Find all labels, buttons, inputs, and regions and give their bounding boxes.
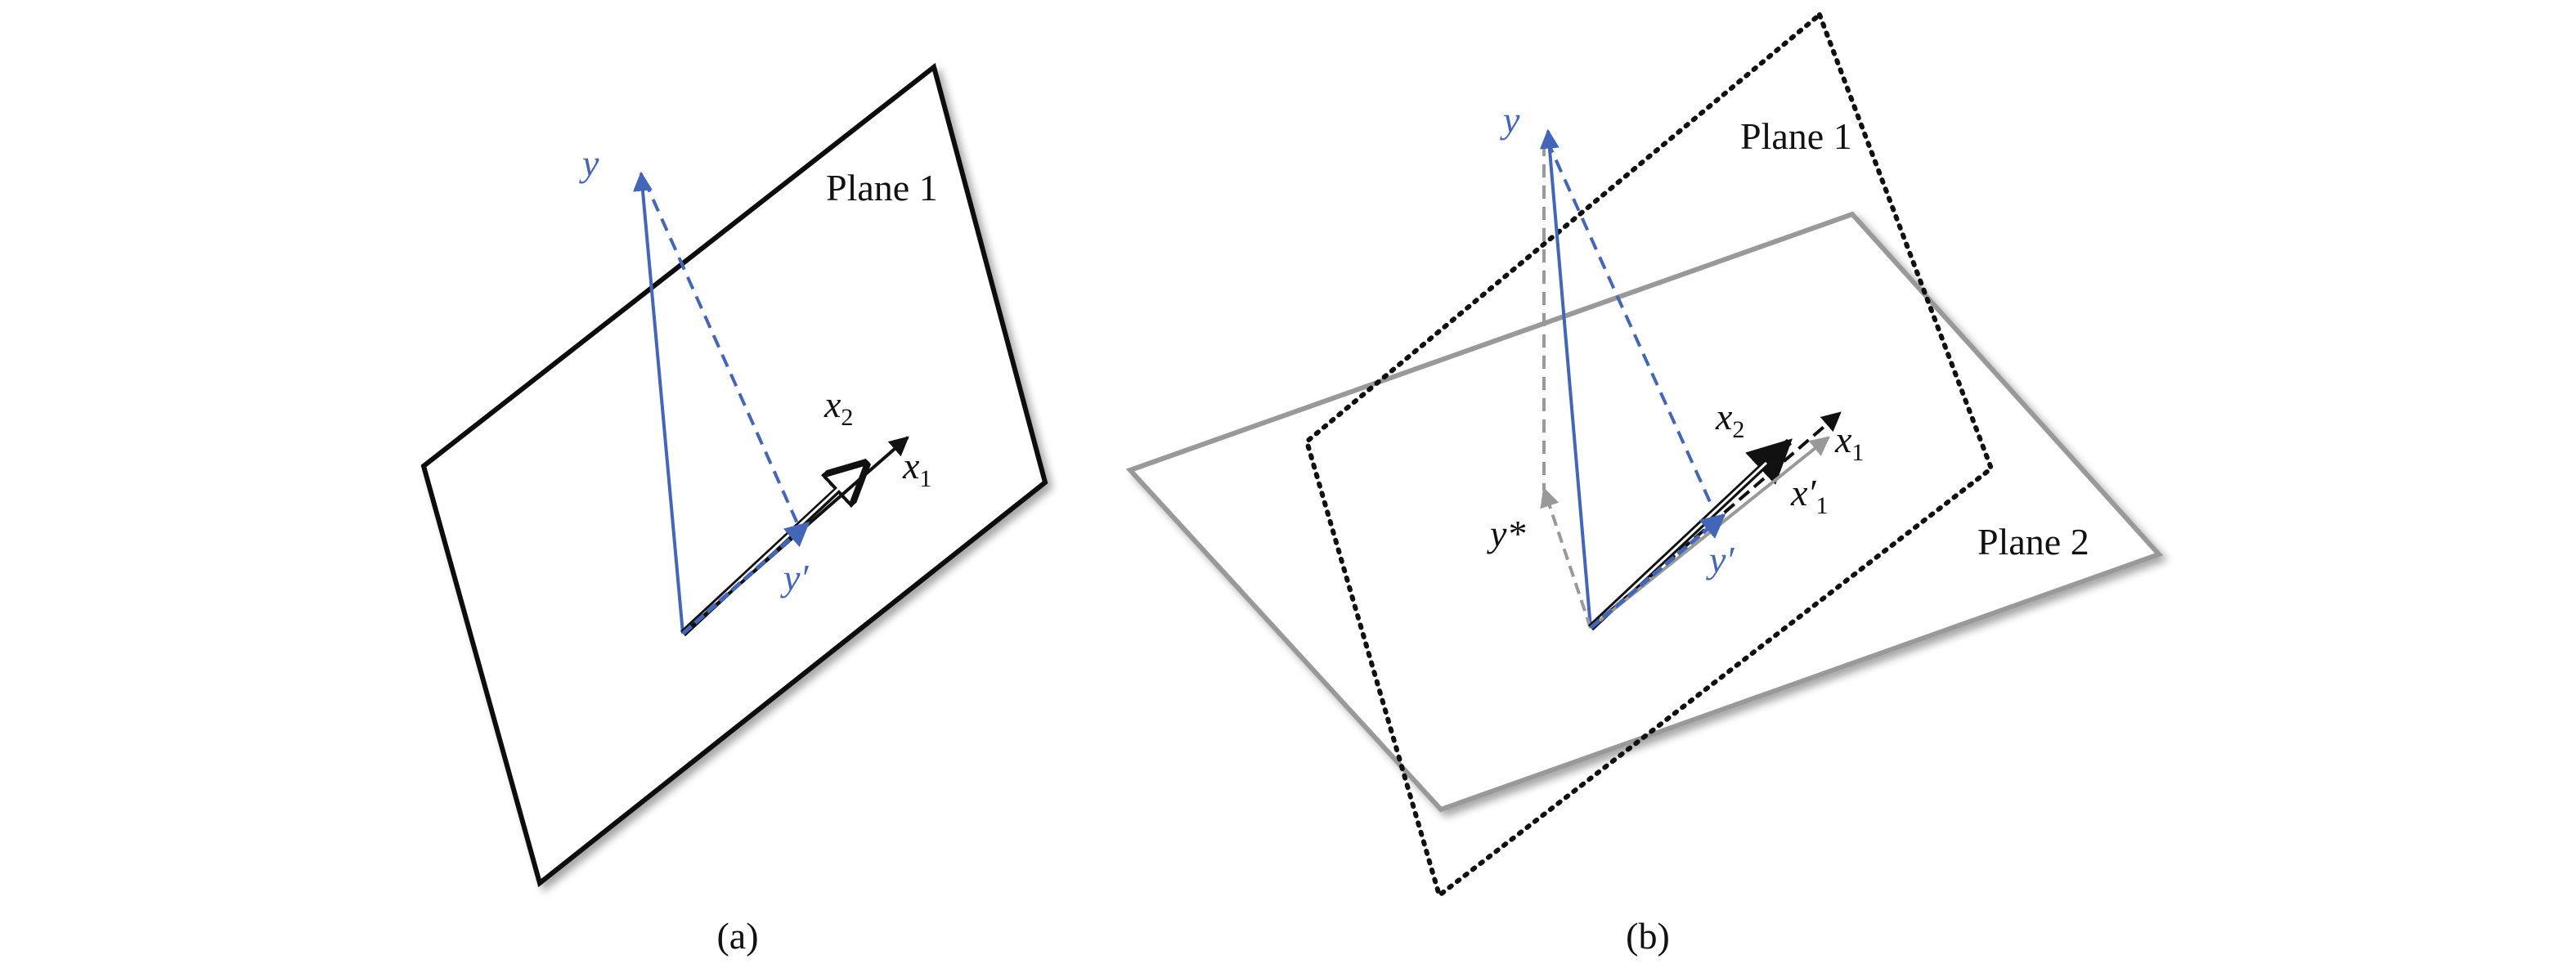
panel-a-vector-y <box>632 171 684 634</box>
panel-a-label-x2: x2 <box>824 383 853 431</box>
panel-b-label-x1: x1 <box>1834 419 1864 466</box>
panel-a-vector-y-proj <box>681 522 810 635</box>
panel-b-vector-y-star <box>1540 486 1592 629</box>
panel-b-plane-1-label: Plane 1 <box>1740 115 1852 157</box>
panel-b-label-y-star: y* <box>1487 513 1525 554</box>
panel-b-label-x1-prime: x′1 <box>1790 472 1828 519</box>
panel-b-label-x2: x2 <box>1715 396 1744 443</box>
panel-b-plane-2 <box>1125 211 2164 813</box>
panel-b: Plane 1 Plane 2 y y* y′ x2 x1 x′1 (b) <box>1125 11 2164 957</box>
panel-b-vector-y <box>1539 128 1592 629</box>
panel-b-plane-1 <box>1304 11 1995 900</box>
panel-b-label-y-proj: y′ <box>1706 539 1735 581</box>
panel-a-label-y-proj: y′ <box>780 557 809 599</box>
panel-b-label-y: y <box>1500 99 1520 141</box>
panel-a-plane-1-label: Plane 1 <box>826 167 938 208</box>
panel-a-plane-1 <box>420 62 1048 888</box>
panel-b-vector-y-proj <box>1589 513 1726 630</box>
panel-b-caption: (b) <box>1626 915 1670 957</box>
panel-b-vector-x2-inner <box>1589 461 1768 630</box>
panel-b-projection-line-plane1 <box>1546 140 1716 512</box>
panel-a-label-y: y <box>579 142 599 184</box>
panel-b-plane-2-label: Plane 2 <box>1977 521 2089 563</box>
panel-a-caption: (a) <box>716 915 758 957</box>
panel-a: Plane 1 y y′ x2 x1 (a) <box>420 62 1048 957</box>
panel-a-label-x1: x1 <box>902 445 931 492</box>
